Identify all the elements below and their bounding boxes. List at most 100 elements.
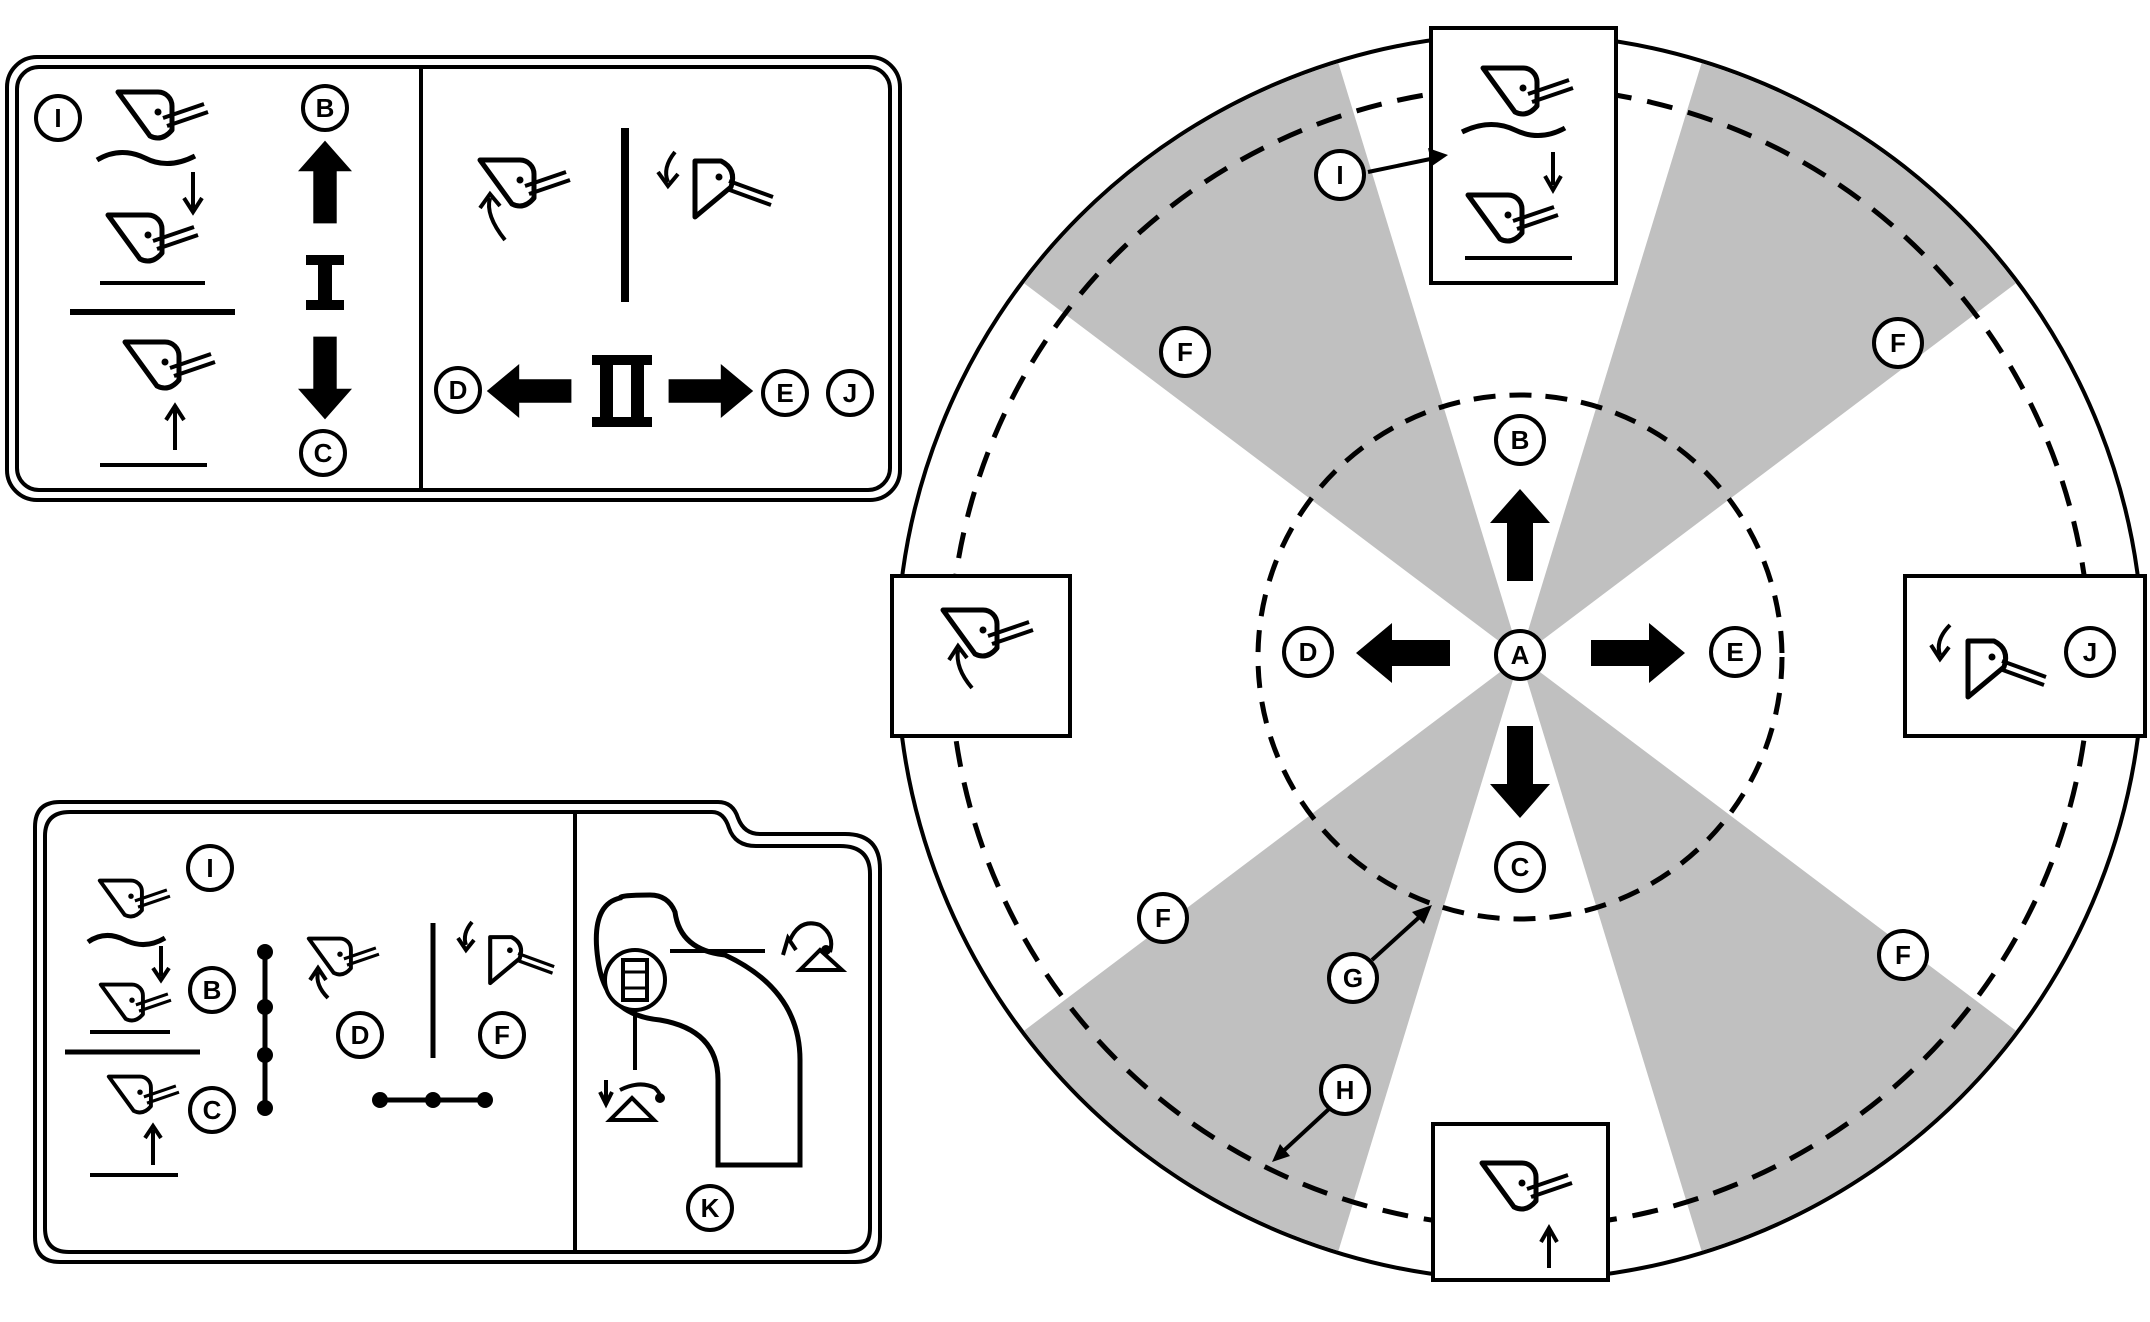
callout-j-text: J [843, 378, 857, 408]
callout-d: D [336, 1011, 384, 1059]
down-arrow-small-icon [182, 172, 204, 216]
callout-c: C [1494, 841, 1546, 893]
pointer-i [1367, 148, 1448, 174]
callout-d-text: D [1299, 637, 1318, 667]
right-position-box [1903, 574, 2147, 738]
callout-c: C [299, 429, 347, 477]
callout-k-text: K [701, 1193, 720, 1223]
joystick-base-icon [598, 1080, 665, 1122]
curved-arrow-icon [308, 964, 330, 1000]
callout-f-text: F [1895, 940, 1911, 970]
callout-e: E [761, 369, 809, 417]
bottom-position-box [1431, 1122, 1610, 1282]
pointer-h [1272, 1106, 1332, 1162]
up-arrow-small-icon [143, 1122, 163, 1165]
callout-j-text: J [2083, 637, 2097, 667]
callout-c-text: C [314, 438, 333, 468]
callout-j: J [826, 369, 874, 417]
callout-f: F [1159, 326, 1211, 378]
callout-i: I [34, 94, 82, 142]
up-arrow-small-icon [1539, 1223, 1559, 1268]
sector-upper-left [1024, 63, 1520, 657]
left-position-box [890, 574, 1072, 738]
bucket-icon [490, 937, 554, 983]
callout-e-text: E [776, 378, 793, 408]
shift-gate-icon [593, 892, 803, 1168]
callout-b-text: B [1511, 425, 1530, 455]
callout-d-text: D [351, 1020, 370, 1050]
top-position-box [1429, 26, 1618, 285]
pointer-g [1370, 905, 1432, 962]
curved-arrow-icon [478, 190, 507, 242]
up-arrow-small-icon [164, 402, 186, 450]
curved-arrow-icon [1929, 623, 1952, 663]
joystick-base-icon [781, 921, 848, 972]
curved-arrow-icon [656, 150, 680, 190]
callout-i: I [186, 844, 234, 892]
right-arrow-icon [668, 364, 754, 418]
curved-arrow-icon [456, 920, 476, 954]
down-arrow-small-icon [151, 946, 171, 984]
callout-e-text: E [1726, 637, 1743, 667]
down-arrow-icon [298, 336, 352, 420]
callout-a: A [1494, 629, 1546, 681]
roman-two-icon [592, 355, 652, 427]
curved-arrow-icon [947, 642, 974, 690]
ground-wave-icon [95, 150, 197, 166]
bucket-icon [125, 342, 215, 388]
bucket-icon [106, 1074, 181, 1115]
callout-b-text: B [316, 93, 335, 123]
callout-b: B [301, 84, 349, 132]
callout-b: B [1494, 414, 1546, 466]
callout-i-text: I [1336, 160, 1343, 190]
callout-f: F [1137, 892, 1189, 944]
callout-c: C [188, 1086, 236, 1134]
left-arrow-icon [486, 364, 572, 418]
callout-f: F [1877, 929, 1929, 981]
callout-k: K [686, 1184, 734, 1232]
ground-wave-icon [86, 933, 167, 947]
callout-g: G [1327, 952, 1379, 1004]
callout-i: I [1314, 149, 1366, 201]
bottom-panel [33, 800, 882, 1264]
bucket-icon [97, 878, 172, 919]
dot-line-icon [372, 1092, 493, 1108]
callout-b-text: B [203, 975, 222, 1005]
callout-h: H [1319, 1064, 1371, 1116]
up-arrow-icon [298, 140, 352, 224]
roman-one-icon [306, 255, 344, 310]
callout-d-text: D [449, 375, 468, 405]
bucket-icon [98, 982, 173, 1023]
callout-e: E [1709, 626, 1761, 678]
callout-i-text: I [206, 853, 213, 883]
callout-f-text: F [1177, 337, 1193, 367]
bucket-icon [695, 161, 773, 217]
callout-f-text: F [1155, 903, 1171, 933]
callout-g-text: G [1343, 963, 1363, 993]
callout-f: F [1872, 317, 1924, 369]
callout-f-text: F [1890, 328, 1906, 358]
callout-d: D [1282, 626, 1334, 678]
callout-c-text: C [203, 1095, 222, 1125]
bucket-icon [118, 92, 208, 138]
callout-h-text: H [1336, 1075, 1355, 1105]
callout-j: J [2064, 626, 2116, 678]
callout-i-text: I [54, 103, 61, 133]
dot-line-icon [257, 944, 273, 1116]
bucket-icon [108, 215, 198, 261]
callout-f: F [478, 1011, 526, 1059]
callout-labels: I B C D E J I B C D F K A B C D E F F F … [34, 84, 2116, 1232]
down-arrow-small-icon [1543, 152, 1563, 195]
callout-b: B [188, 966, 236, 1014]
callout-d: D [434, 366, 482, 414]
sector-lower-right [1520, 657, 2016, 1251]
sector-group [1024, 63, 2016, 1251]
top-panel [5, 55, 902, 502]
callout-c-text: C [1511, 852, 1530, 882]
sector-lower-left [1024, 657, 1520, 1251]
callout-a-text: A [1511, 640, 1530, 670]
sector-upper-right [1520, 63, 2016, 657]
callout-f-text: F [494, 1020, 510, 1050]
